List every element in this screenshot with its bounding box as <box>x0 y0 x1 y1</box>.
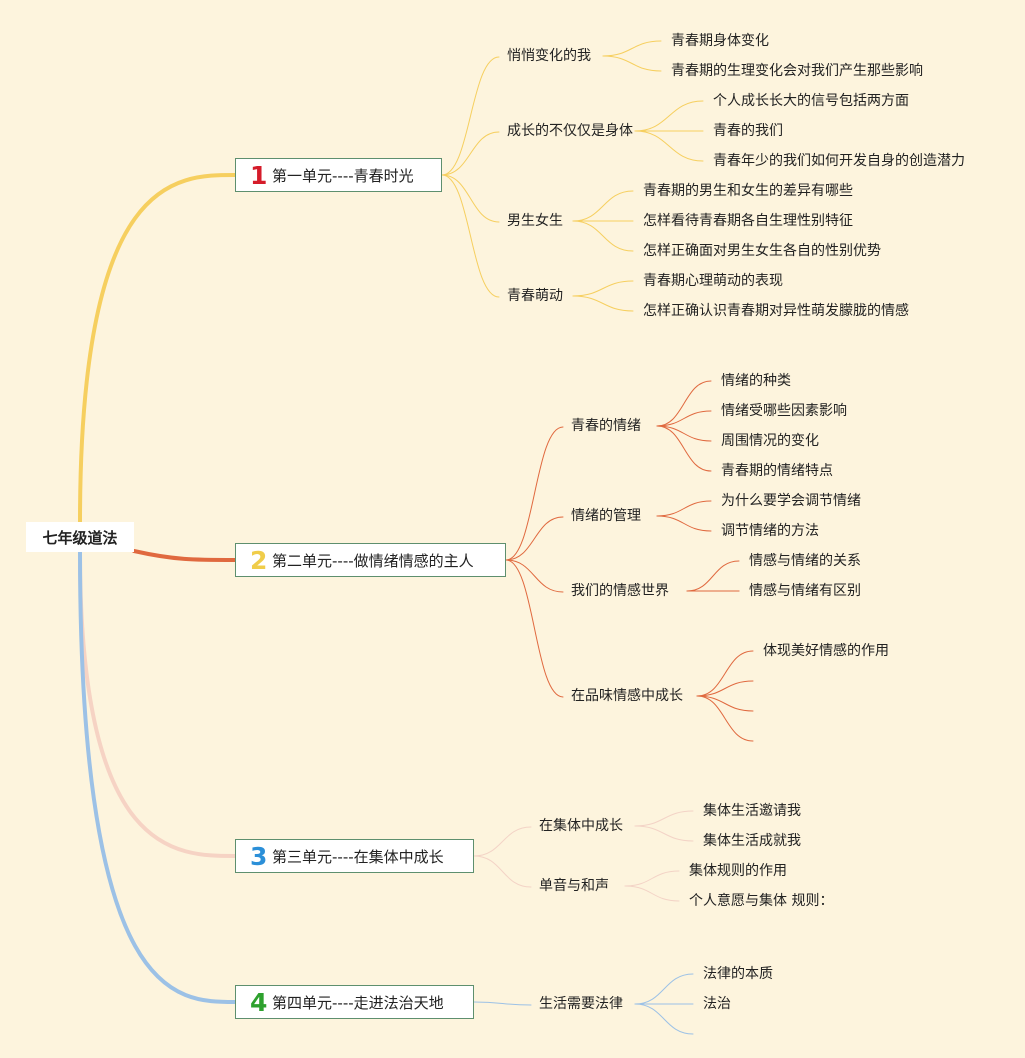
topic-2-1[interactable]: 青春的情绪 <box>571 418 641 434</box>
unit-1-topic-1-connector <box>441 56 500 176</box>
topic-2-1-child-1-connector <box>656 380 712 427</box>
subtopic-4-1-2[interactable]: 法治 <box>703 996 731 1012</box>
unit-2-branch <box>132 549 237 562</box>
topic-4-1-child-3-connector <box>634 1003 694 1035</box>
unit-2-topic-3-connector <box>505 559 564 593</box>
subtopic-1-3-3[interactable]: 怎样正确面对男生女生各自的性别优势 <box>643 243 881 259</box>
subtopic-2-3-1[interactable]: 情感与情绪的关系 <box>749 553 861 569</box>
unit-2-topic-2-connector <box>505 516 564 561</box>
topic-2-4-child-3-connector <box>696 695 754 712</box>
unit-4-branch <box>78 550 237 1004</box>
topic-2-4[interactable]: 在品味情感中成长 <box>571 688 683 704</box>
topic-2-1-child-4-connector <box>656 425 712 472</box>
subtopic-1-2-1[interactable]: 个人成长长大的信号包括两方面 <box>713 93 909 109</box>
subtopic-1-2-2[interactable]: 青春的我们 <box>713 123 783 139</box>
unit-3-topic-2-connector <box>473 855 532 888</box>
subtopic-1-3-1[interactable]: 青春期的男生和女生的差异有哪些 <box>643 183 853 199</box>
topic-2-4-child-4-connector <box>696 695 754 742</box>
unit-3-branch <box>78 550 237 858</box>
subtopic-1-1-1[interactable]: 青春期身体变化 <box>671 33 769 49</box>
unit-4-label: 第四单元----走进法治天地 <box>272 993 444 1012</box>
topic-3-2-child-2-connector <box>624 885 680 902</box>
topic-3-1[interactable]: 在集体中成长 <box>539 818 623 834</box>
subtopic-2-2-2[interactable]: 调节情绪的方法 <box>721 523 819 539</box>
subtopic-3-2-2[interactable]: 个人意愿与集体 规则： <box>689 893 834 909</box>
subtopic-1-1-2[interactable]: 青春期的生理变化会对我们产生那些影响 <box>671 63 923 79</box>
topic-3-2-child-1-connector <box>624 870 680 887</box>
topic-2-1-child-3-connector <box>656 425 712 442</box>
topic-1-3-child-3-connector <box>572 220 634 252</box>
unit-1-topic-2-connector <box>441 131 500 176</box>
unit-1-branch <box>78 173 237 524</box>
unit-2-topic-1-connector <box>505 426 564 561</box>
topic-1-4-child-2-connector <box>572 295 634 312</box>
subtopic-4-1-1[interactable]: 法律的本质 <box>703 966 773 982</box>
unit-2-number: 2 <box>250 545 268 575</box>
topic-1-4[interactable]: 青春萌动 <box>507 288 563 304</box>
topic-1-2[interactable]: 成长的不仅仅是身体 <box>507 123 633 139</box>
topic-1-3-child-1-connector <box>572 190 634 222</box>
topic-2-4-child-1-connector <box>696 650 754 697</box>
subtopic-1-4-2[interactable]: 怎样正确认识青春期对异性萌发朦胧的情感 <box>643 303 909 319</box>
subtopic-3-2-1[interactable]: 集体规则的作用 <box>689 863 787 879</box>
subtopic-2-4-1[interactable]: 体现美好情感的作用 <box>763 643 889 659</box>
subtopic-2-1-3[interactable]: 周围情况的变化 <box>721 433 819 449</box>
unit-1-number: 1 <box>250 160 268 190</box>
topic-2-3-child-1-connector <box>686 560 740 592</box>
unit-2-label: 第二单元----做情绪情感的主人 <box>272 551 474 570</box>
topic-1-3[interactable]: 男生女生 <box>507 213 563 229</box>
subtopic-3-1-2[interactable]: 集体生活成就我 <box>703 833 801 849</box>
topic-1-2-child-1-connector <box>634 100 704 132</box>
subtopic-2-1-1[interactable]: 情绪的种类 <box>721 373 791 389</box>
subtopic-2-1-4[interactable]: 青春期的情绪特点 <box>721 463 833 479</box>
unit-3-topic-1-connector <box>473 826 532 857</box>
unit-3-number: 3 <box>250 841 268 871</box>
root-node[interactable]: 七年级道法 <box>26 522 134 552</box>
topic-2-3[interactable]: 我们的情感世界 <box>571 583 669 599</box>
topic-1-1-child-1-connector <box>602 40 662 57</box>
unit-1-topic-4-connector <box>441 174 500 298</box>
subtopic-2-1-2[interactable]: 情绪受哪些因素影响 <box>721 403 847 419</box>
topic-1-2-child-3-connector <box>634 130 704 162</box>
unit-2-topic-4-connector <box>505 559 564 698</box>
unit-1-topic-3-connector <box>441 174 500 223</box>
unit-1-label: 第一单元----青春时光 <box>272 166 414 185</box>
topic-2-2-child-2-connector <box>656 515 712 532</box>
subtopic-2-3-2[interactable]: 情感与情绪有区别 <box>749 583 861 599</box>
topic-2-4-child-2-connector <box>696 680 754 697</box>
subtopic-3-1-1[interactable]: 集体生活邀请我 <box>703 803 801 819</box>
topic-1-4-child-1-connector <box>572 280 634 297</box>
unit-4-number: 4 <box>250 987 268 1017</box>
topic-3-1-child-1-connector <box>634 810 694 827</box>
topic-2-2[interactable]: 情绪的管理 <box>571 508 641 524</box>
unit-3-label: 第三单元----在集体中成长 <box>272 847 444 866</box>
topic-4-1[interactable]: 生活需要法律 <box>539 996 623 1012</box>
topic-3-2[interactable]: 单音与和声 <box>539 878 609 894</box>
topic-1-1-child-2-connector <box>602 55 662 72</box>
topic-2-1-child-2-connector <box>656 410 712 427</box>
topic-1-1[interactable]: 悄悄变化的我 <box>507 48 591 64</box>
subtopic-1-2-3[interactable]: 青春年少的我们如何开发自身的创造潜力 <box>713 153 965 169</box>
topic-4-1-child-1-connector <box>634 973 694 1005</box>
topic-3-1-child-2-connector <box>634 825 694 842</box>
subtopic-1-4-1[interactable]: 青春期心理萌动的表现 <box>643 273 783 289</box>
unit-4-topic-1-connector <box>473 1001 532 1006</box>
subtopic-1-3-2[interactable]: 怎样看待青春期各自生理性别特征 <box>643 213 853 229</box>
topic-2-2-child-1-connector <box>656 500 712 517</box>
subtopic-2-2-1[interactable]: 为什么要学会调节情绪 <box>721 493 861 509</box>
